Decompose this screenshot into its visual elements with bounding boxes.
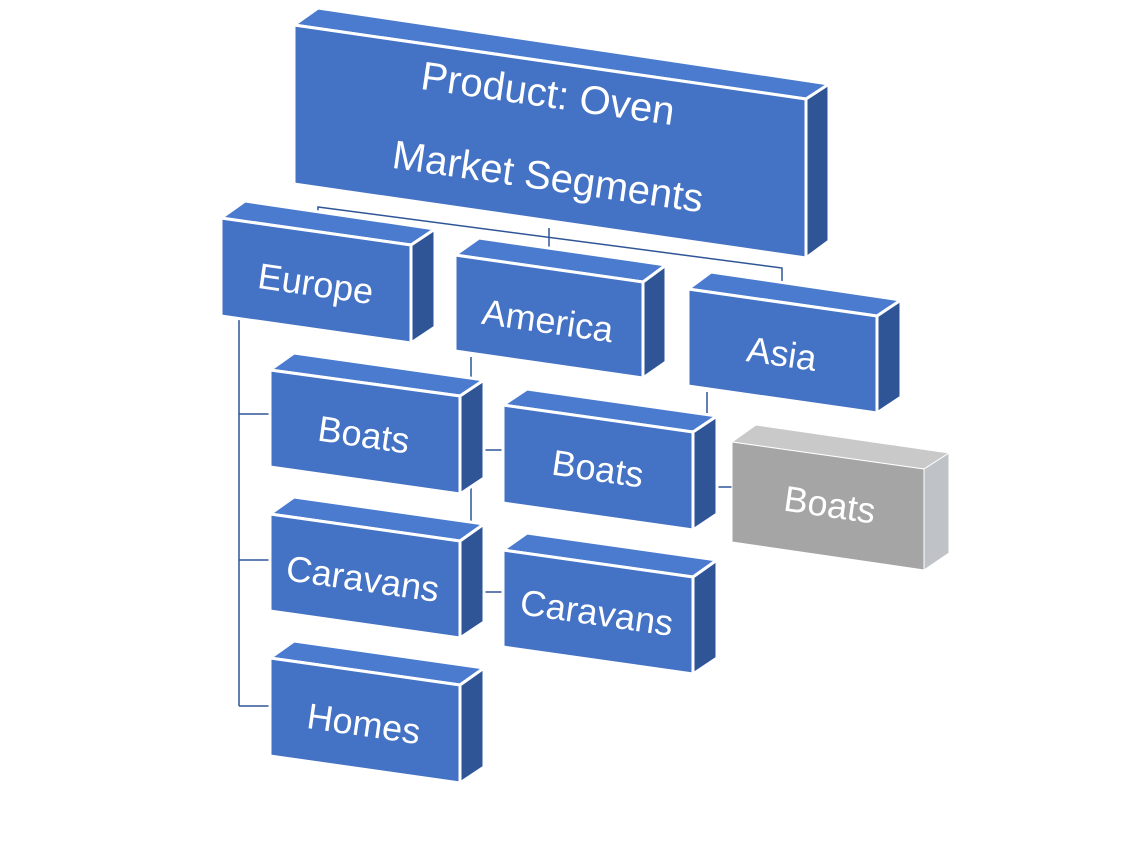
region-box-asia: Asia [686, 270, 903, 415]
segment-box-europe-homes: Homes [268, 639, 486, 785]
region-label-asia: Asia [744, 328, 820, 379]
title-box: Product: Oven Market Segments [292, 6, 831, 260]
region-box-america: America [453, 236, 668, 380]
segment-box-america-caravans: Caravans [501, 531, 719, 676]
segment-box-europe-boats: Boats [268, 351, 486, 496]
segment-box-asia-boats: Boats [731, 424, 950, 571]
segment-box-europe-caravans: Caravans [268, 495, 486, 640]
connector-europe-children [238, 320, 270, 707]
region-box-europe: Europe [219, 199, 437, 345]
segment-box-america-boats: Boats [501, 387, 719, 532]
